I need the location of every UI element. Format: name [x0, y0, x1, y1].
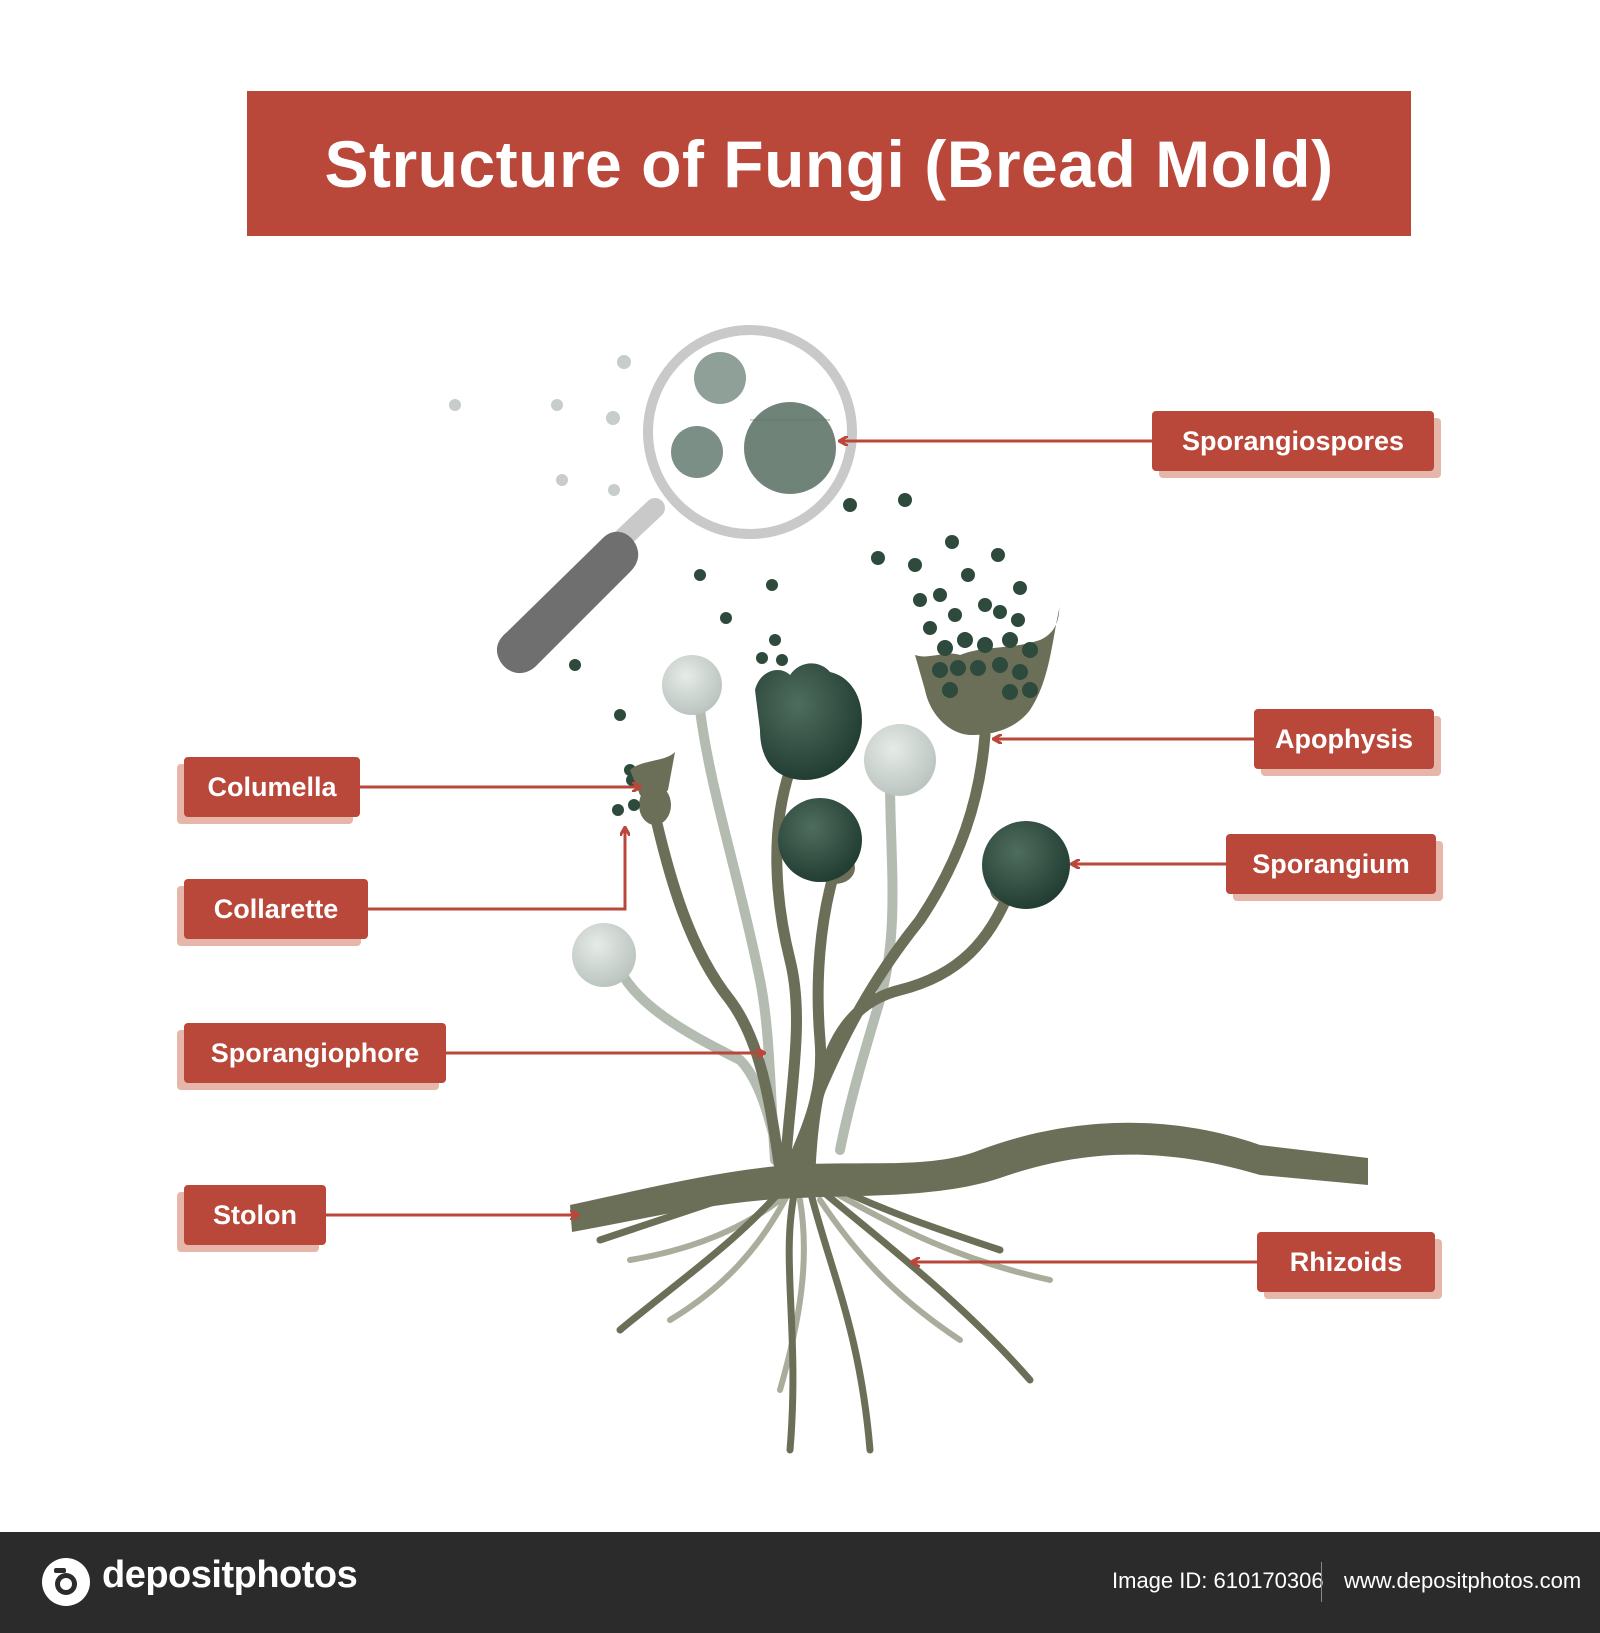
label-apophysis: Apophysis: [1254, 709, 1434, 769]
sporangium: [778, 798, 862, 882]
pale-sporangium: [662, 655, 722, 715]
label-stolon: Stolon: [184, 1185, 326, 1245]
fungi-illustration: [326, 325, 1368, 1454]
camera-logo-icon: [42, 1558, 90, 1606]
magnifying-glass: [496, 325, 857, 674]
image-id: Image ID: 610170306: [1112, 1568, 1324, 1593]
page-title: Structure of Fungi (Bread Mold): [324, 126, 1334, 201]
title-banner: Structure of Fungi (Bread Mold): [247, 91, 1411, 236]
footer-bar: depositphotos Image ID: 610170306 www.de…: [0, 1532, 1600, 1633]
floating-spores-pale: [449, 355, 631, 496]
pale-sporangium: [572, 923, 636, 987]
site-link[interactable]: www.depositphotos.com: [1344, 1568, 1582, 1593]
footer-divider: [1321, 1562, 1322, 1602]
sporangium-open: [755, 663, 862, 780]
sporangia: [755, 605, 1070, 909]
label-sporangiophore: Sporangiophore: [184, 1023, 446, 1083]
sporangium: [982, 821, 1070, 909]
columella-cap: [630, 752, 675, 799]
rhizoids: [596, 1176, 1034, 1454]
dehisced-sporangium: [915, 605, 1060, 735]
released-spores: [569, 493, 1038, 816]
label-rhizoids: Rhizoids: [1257, 1232, 1435, 1292]
label-sporangium: Sporangium: [1226, 834, 1436, 894]
leader-lines: [326, 441, 1257, 1262]
label-collarette: Collarette: [184, 879, 368, 939]
label-sporangiospores: Sporangiospores: [1152, 411, 1434, 471]
stolon: [570, 1122, 1368, 1232]
brand-name[interactable]: depositphotos: [102, 1554, 358, 1596]
sporangiophores: [649, 729, 1016, 1176]
pale-sporangium: [864, 724, 936, 796]
collarette-leader: [368, 828, 625, 911]
label-columella: Columella: [184, 757, 360, 817]
